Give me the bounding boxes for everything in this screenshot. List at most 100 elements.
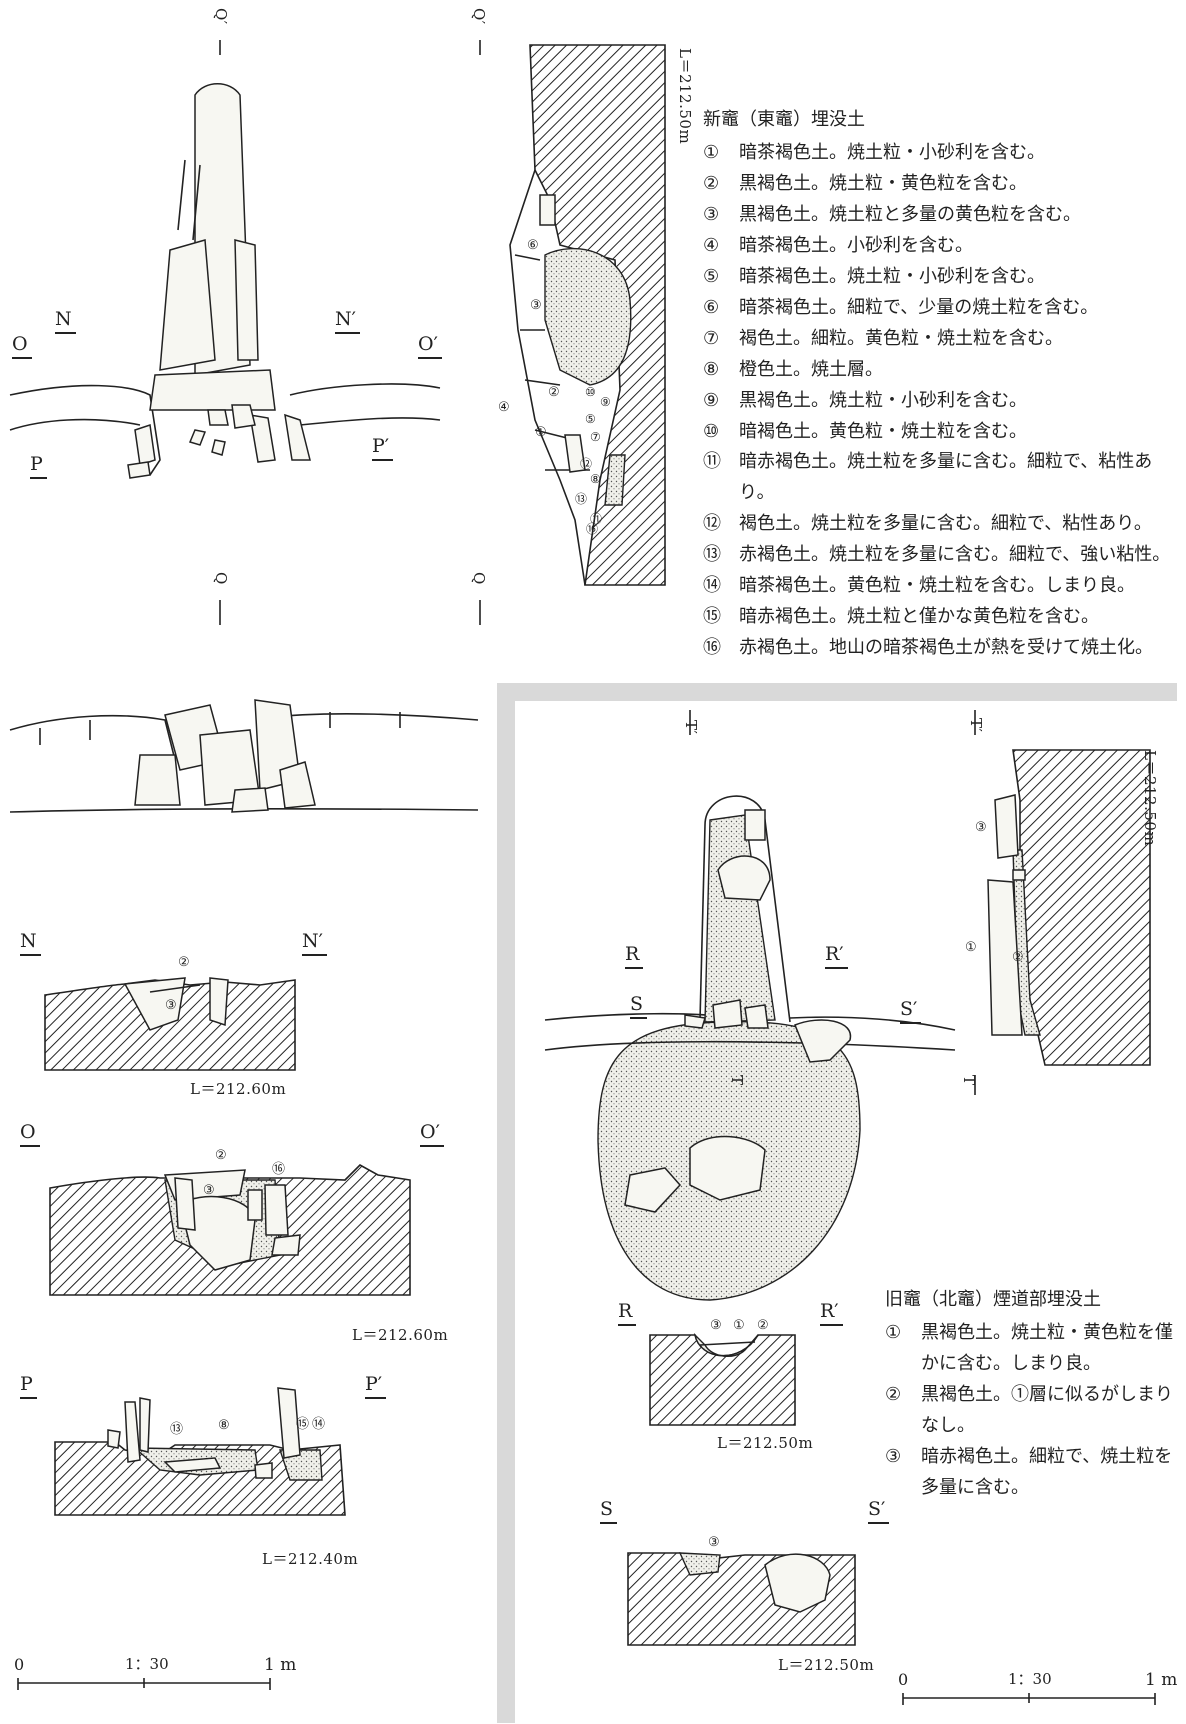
r-section-right-label: R′ — [820, 1302, 843, 1326]
legend-new-item: ⑫ 褐色土。焼土粒を多量に含む。細粒で、粘性あり。 — [703, 509, 1183, 540]
callout-4: ④ — [498, 400, 510, 415]
o-section-level: L＝212.60m — [352, 1326, 449, 1344]
legend-new-item-number: ⑨ — [703, 389, 720, 411]
legend-new-item-number: ⑤ — [703, 265, 720, 287]
label-t2-prime: T′ — [967, 718, 985, 733]
section-p — [54, 1387, 346, 1516]
legend-old-title: 旧竈（北竈）煙道部埋没土 — [885, 1289, 1101, 1310]
section-n — [44, 977, 296, 1071]
legend-new-item: ⑥ 暗茶褐色土。細粒で、少量の焼土粒を含む。 — [703, 293, 1183, 324]
legend-new-item-text: 暗茶褐色土。黄色粒・焼土粒を含む。しまり良。 — [739, 575, 1135, 597]
t-section-level: L＝212.50m — [1141, 750, 1159, 847]
legend-new-item-text: 暗茶褐色土。小砂利を含む。 — [739, 234, 973, 256]
label-q2-prime-top: Q′ — [470, 8, 488, 25]
legend-old-item-number: ② — [885, 1383, 902, 1405]
label-n: N — [55, 310, 76, 334]
legend-new-item-text: 黒褐色土。焼土粒・小砂利を含む。 — [739, 389, 1027, 411]
legend-new-item-number: ⑩ — [703, 420, 720, 442]
legend-new-item-text: 赤褐色土。地山の暗茶褐色土が熱を受けて焼土化。 — [739, 637, 1153, 659]
scale-left-ratio: 1：30 — [125, 1655, 169, 1673]
label-q-prime-top: Q′ — [212, 8, 230, 25]
legend-new-item-text: 暗褐色土。黄色粒・焼土粒を含む。 — [739, 420, 1027, 442]
p-callout-8: ⑧ — [218, 1418, 230, 1433]
label-r: R — [625, 945, 644, 969]
t-callout-3: ③ — [975, 820, 987, 835]
label-s: S — [630, 995, 648, 1019]
p-section-left-label: P — [20, 1375, 37, 1399]
legend-new-item-number: ⑥ — [703, 296, 720, 318]
elevation-view — [9, 699, 479, 813]
plan-top-new-kamado — [9, 40, 441, 625]
label-t-mid: T — [728, 1075, 746, 1086]
callout-10: ⑩ — [585, 385, 596, 399]
label-s-prime: S′ — [900, 1000, 922, 1024]
p-callout-14: ⑭ — [312, 1417, 326, 1432]
legend-new-item: ⑨ 黒褐色土。焼土粒・小砂利を含む。 — [703, 386, 1183, 417]
label-q2-bottom: Q — [470, 572, 488, 585]
section-s — [627, 1552, 856, 1646]
section-r — [649, 1332, 796, 1426]
r-section-left-label: R — [618, 1302, 637, 1326]
legend-old-item-text: 暗赤褐色土。細粒で、焼土粒を多量に含む。 — [921, 1445, 1173, 1498]
scale-right-unit: 1 m — [1145, 1670, 1178, 1690]
legend-new-item-text: 暗茶褐色土。焼土粒・小砂利を含む。 — [739, 141, 1045, 163]
n-callout-3: ③ — [165, 998, 177, 1013]
callout-12: ⑫ — [580, 457, 593, 471]
s-section-level: L＝212.50m — [778, 1656, 875, 1674]
plan-old-kamado — [544, 710, 956, 1301]
r-callout-1: ① — [733, 1318, 745, 1333]
callout-7: ⑦ — [590, 430, 601, 444]
legend-new-item-number: ⑮ — [703, 606, 721, 628]
s-section-left-label: S — [600, 1500, 618, 1524]
legend-new-item-text: 褐色土。細粒。黄色粒・焼土粒を含む。 — [739, 327, 1063, 349]
p-section-level: L＝212.40m — [262, 1550, 359, 1568]
t-callout-1: ① — [965, 940, 977, 955]
label-n-prime: N′ — [335, 310, 360, 334]
callout-3: ③ — [530, 298, 542, 313]
scale-bar-left — [17, 1678, 271, 1690]
legend-old-item-text: 黒褐色土。焼土粒・黄色粒を僅かに含む。しまり良。 — [921, 1321, 1173, 1374]
legend-new-item-text: 橙色土。焼土層。 — [739, 358, 883, 380]
r-callout-2: ② — [757, 1318, 769, 1333]
legend-new-item-number: ⑪ — [703, 451, 721, 473]
callout-16: ⑯ — [586, 522, 599, 536]
legend-new-item-number: ④ — [703, 234, 720, 256]
label-o-prime: O′ — [418, 335, 442, 359]
legend-new-item: ⑩ 暗褐色土。黄色粒・焼土粒を含む。 — [703, 417, 1183, 448]
label-r-prime: R′ — [825, 945, 848, 969]
callout-13: ⑬ — [575, 492, 588, 506]
callout-5: ⑤ — [585, 412, 596, 426]
callout-8: ⑧ — [590, 472, 601, 486]
legend-new-title: 新竈（東竈）埋没土 — [703, 109, 865, 130]
label-p-prime: P′ — [372, 437, 394, 461]
label-o: O — [12, 335, 32, 359]
label-q-bottom: Q — [212, 572, 230, 585]
o-section-right-label: O′ — [420, 1123, 444, 1147]
p-callout-15: ⑮ — [296, 1417, 310, 1432]
legend-new-item-number: ⑧ — [703, 358, 720, 380]
legend-new-item-number: ⑭ — [703, 575, 721, 597]
scale-left-zero: 0 — [14, 1655, 25, 1674]
s-section-right-label: S′ — [868, 1500, 890, 1524]
s-callout-3: ③ — [708, 1535, 720, 1550]
legend-new-item-text: 褐色土。焼土粒を多量に含む。細粒で、粘性あり。 — [739, 513, 1152, 535]
callout-6: ⑥ — [527, 238, 539, 253]
section-o — [49, 1164, 411, 1296]
label-t-prime: T′ — [682, 720, 700, 735]
legend-new-item-text: 暗茶褐色土。細粒で、少量の焼土粒を含む。 — [739, 296, 1099, 318]
r-callout-3: ③ — [710, 1318, 722, 1333]
label-p: P — [30, 455, 47, 479]
callout-2: ② — [548, 385, 560, 400]
o-callout-2: ② — [215, 1148, 227, 1163]
legend-new-item: ⑭ 暗茶褐色土。黄色粒・焼土粒を含む。しまり良。 — [703, 571, 1183, 602]
legend-new-item-number: ⑫ — [703, 513, 721, 535]
